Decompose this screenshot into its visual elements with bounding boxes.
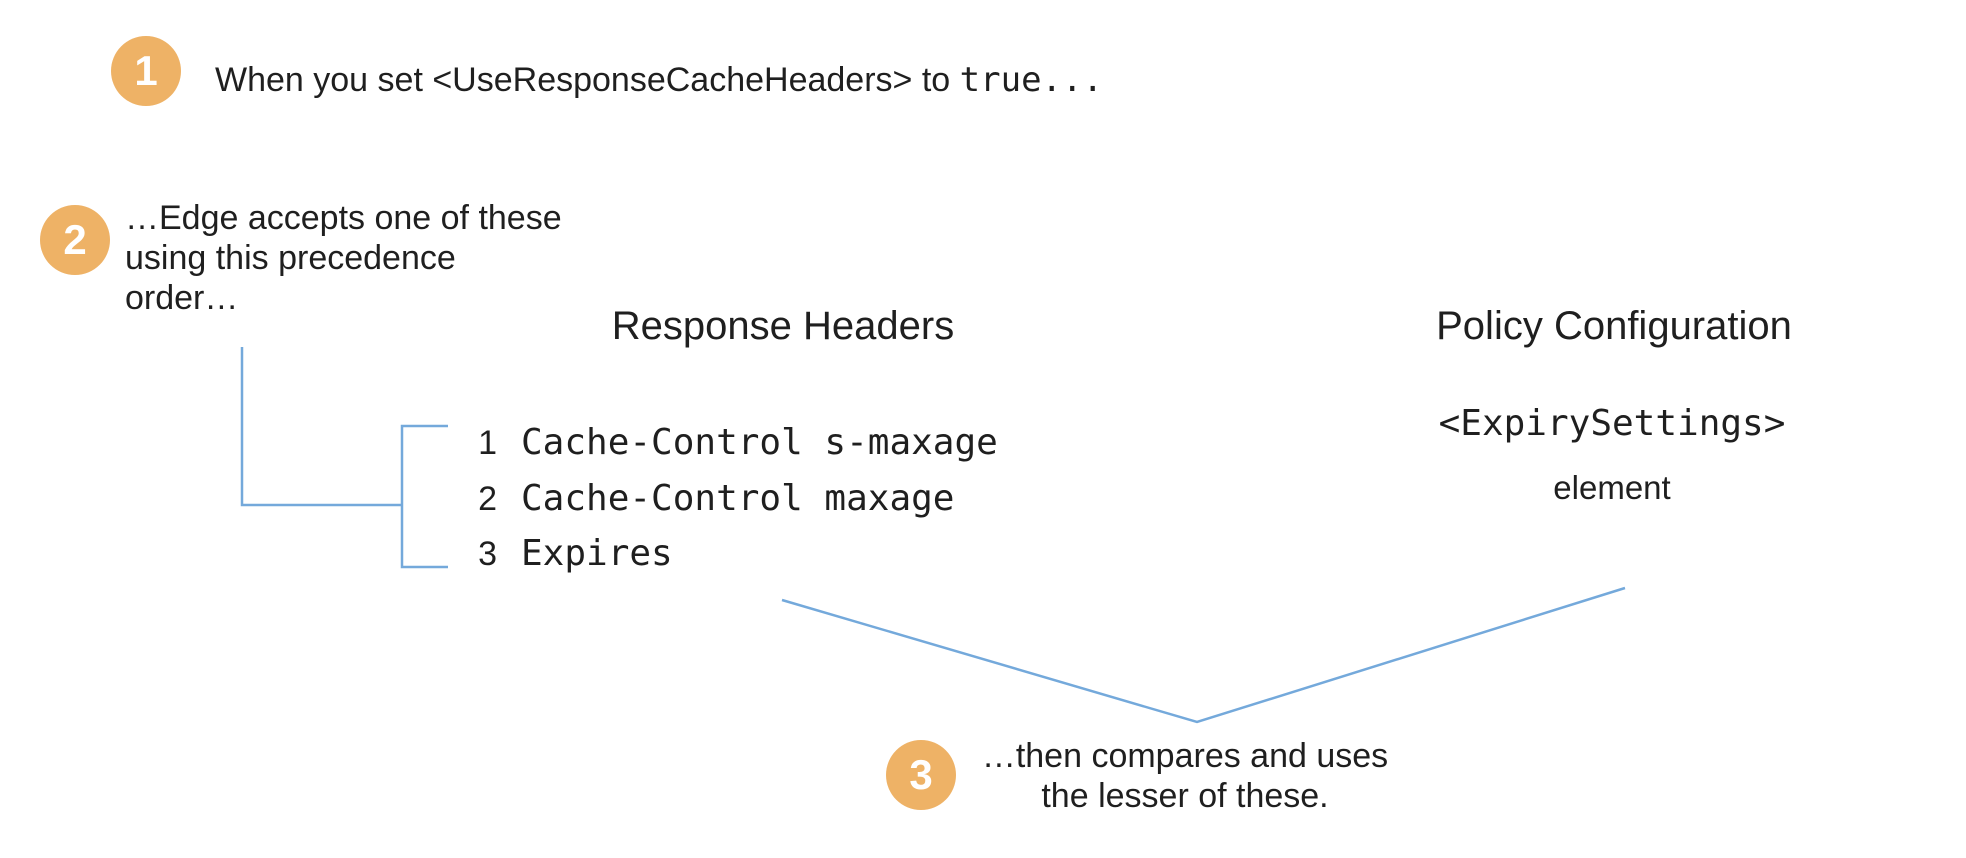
precedence-item-2-value: Cache-Control maxage <box>521 478 955 519</box>
precedence-item-1: 1 Cache-Control s-maxage <box>440 422 998 470</box>
precedence-item-1-rank: 1 <box>478 424 497 462</box>
step1-text-plain: When you set <UseResponseCacheHeaders> t… <box>215 61 960 99</box>
step2-badge: 2 <box>40 205 110 275</box>
precedence-item-2: 2 Cache-Control maxage <box>440 478 954 526</box>
policy-configuration-block: <ExpirySettings> element <box>1412 402 1812 508</box>
step3-text: …then compares and uses the lesser of th… <box>959 736 1411 816</box>
step3-badge: 3 <box>886 740 956 810</box>
step2-line-1: …Edge accepts one of these <box>125 199 562 237</box>
step3-line-1: …then compares and uses <box>981 737 1389 775</box>
step2-text: …Edge accepts one of these using this pr… <box>125 198 562 318</box>
step2-line-3: order… <box>125 279 239 317</box>
precedence-item-3-rank: 3 <box>478 535 497 573</box>
precedence-elbow-connector <box>240 347 402 507</box>
step1-text-code: true... <box>959 60 1103 100</box>
step1-badge: 1 <box>111 36 181 106</box>
expiry-settings-label: element <box>1553 469 1671 506</box>
precedence-item-3: 3 Expires <box>440 533 673 581</box>
compare-v-connector <box>781 586 1626 724</box>
step2-line-2: using this precedence <box>125 239 456 277</box>
step3-badge-number: 3 <box>909 751 933 798</box>
expiry-settings-code: <ExpirySettings> <box>1438 403 1786 444</box>
step2-badge-number: 2 <box>63 216 87 263</box>
step3-line-2: the lesser of these. <box>1041 777 1329 815</box>
step1-text: When you set <UseResponseCacheHeaders> t… <box>215 60 1103 100</box>
policy-configuration-heading: Policy Configuration <box>1436 304 1792 348</box>
precedence-item-1-value: Cache-Control s-maxage <box>521 422 998 463</box>
precedence-item-2-rank: 2 <box>478 480 497 518</box>
precedence-item-3-value: Expires <box>521 533 673 574</box>
step1-badge-number: 1 <box>134 47 158 94</box>
response-headers-heading: Response Headers <box>611 304 955 348</box>
